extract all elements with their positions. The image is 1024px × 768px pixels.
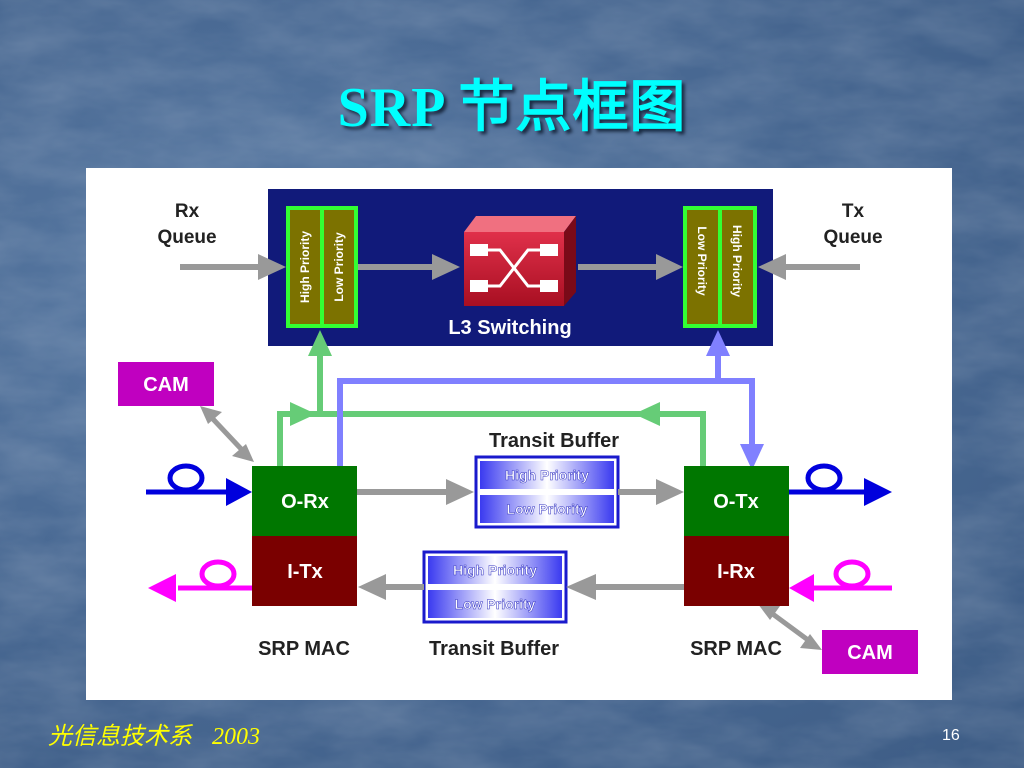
cam-box-right (822, 630, 918, 674)
rx-low-priority-label: Low Priority (332, 232, 346, 302)
rx-priority-queue: High Priority Low Priority (286, 206, 358, 328)
i-rx-block (684, 536, 789, 606)
tb-bottom-high-priority: High Priority (453, 562, 537, 578)
tb-top-low-priority: Low Priority (507, 501, 588, 517)
i-tx-label: I-Tx (287, 561, 323, 583)
o-rx-label: O-Rx (281, 491, 329, 513)
l3-switching-label: L3 Switching (448, 317, 571, 339)
slide-title: SRP 节点框图 (337, 77, 687, 139)
i-tx-block (252, 536, 357, 606)
inner-ring-in-right (789, 559, 892, 602)
footer-department: 光信息技术系 2003 (48, 716, 260, 751)
srp-mac-label-right: SRP MAC (690, 638, 782, 660)
page-number: 16 (942, 727, 960, 744)
cam-label-right: CAM (847, 642, 893, 664)
rx-high-priority-label: High Priority (298, 231, 312, 303)
cam-label-left: CAM (143, 374, 189, 396)
cam-box-left (118, 362, 214, 406)
i-rx-label: I-Rx (717, 561, 755, 583)
diagram-panel: High Priority Low Priority Low Priority … (86, 168, 952, 700)
green-path-arrowheads (290, 330, 660, 426)
transit-buffer-label-bottom: Transit Buffer (429, 638, 559, 660)
l3-switch-icon (464, 216, 576, 306)
tx-high-priority-label: High Priority (730, 225, 744, 297)
footer-dept-text: 光信息技术系 (48, 724, 192, 750)
data-flow-arrows-middle (357, 479, 684, 600)
transit-buffer-bottom: High Priority Low Priority (422, 550, 568, 624)
blue-path (337, 356, 755, 545)
footer-year: 2003 (212, 724, 260, 750)
outer-ring-out-right (789, 463, 892, 506)
tb-top-high-priority: High Priority (505, 467, 589, 483)
o-rx-block (252, 466, 357, 536)
tx-priority-queue: Low Priority High Priority (683, 206, 757, 328)
srp-node-diagram: High Priority Low Priority Low Priority … (118, 189, 918, 674)
srp-mac-label-left: SRP MAC (258, 638, 350, 660)
tb-bottom-low-priority: Low Priority (455, 596, 536, 612)
outer-ring-in-left (146, 463, 252, 506)
tx-low-priority-label: Low Priority (695, 226, 709, 296)
transit-buffer-label-top: Transit Buffer (489, 430, 619, 452)
transit-buffer-top: High Priority Low Priority (474, 455, 620, 529)
green-path (277, 356, 706, 553)
cam-link-arrows (200, 406, 822, 650)
inner-ring-out-left (148, 559, 252, 602)
data-flow-arrows-top (180, 254, 860, 280)
o-tx-block (684, 466, 789, 536)
o-tx-label: O-Tx (713, 491, 759, 513)
